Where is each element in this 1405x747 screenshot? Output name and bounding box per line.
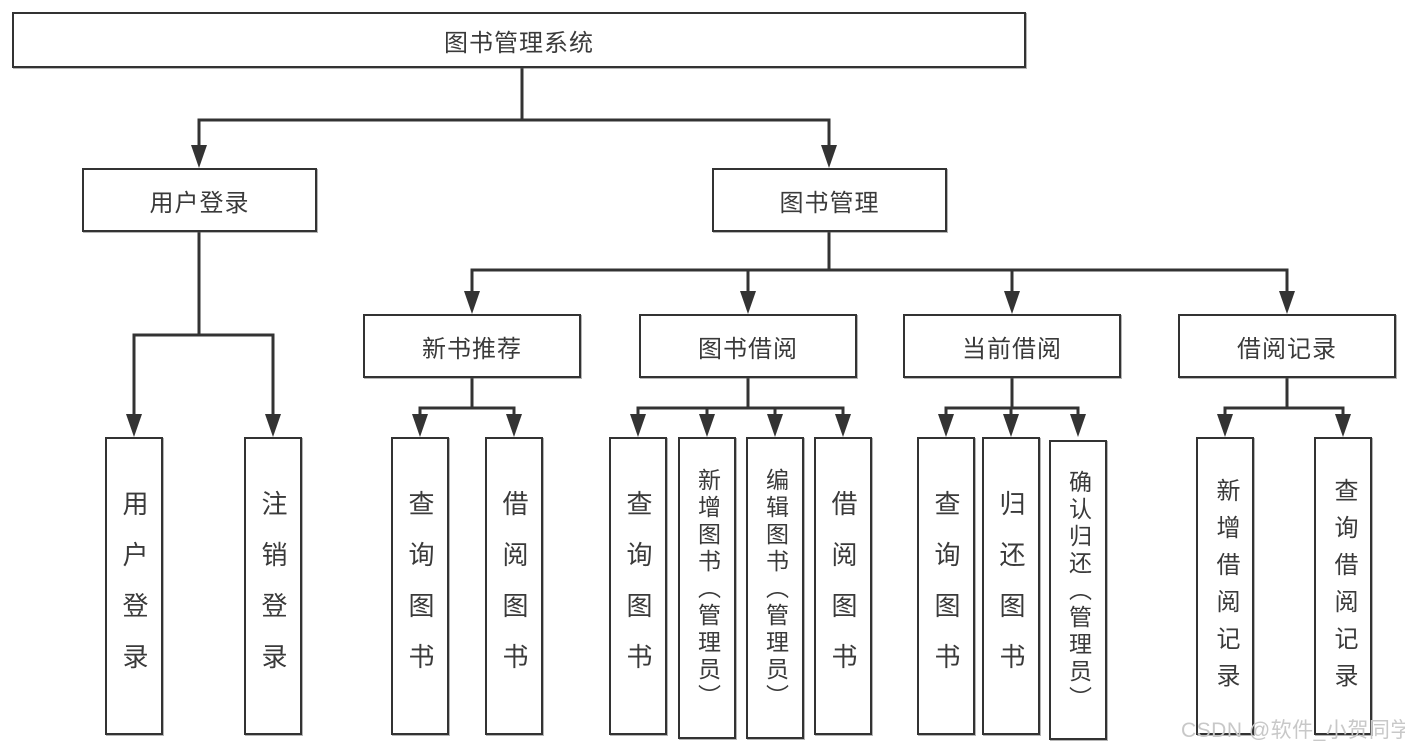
leaf-cb-query-books: 查询图书 — [917, 437, 975, 735]
leaf-cb-return-books: 归还图书 — [982, 437, 1040, 735]
leaf-br-add-record: 新增借阅记录 — [1196, 437, 1254, 735]
leaf-logout: 注销登录 — [244, 437, 302, 735]
csdn-watermark: CSDN @软件_小贺同学 — [1181, 719, 1405, 742]
node-user-login: 用户登录 — [82, 168, 317, 232]
leaf-nbr-borrow-books: 借阅图书 — [485, 437, 543, 735]
arrowhead-icons — [126, 145, 1351, 437]
node-book-management: 图书管理 — [712, 168, 947, 232]
leaf-bb-edit-books-admin: 编辑图书（管理员） — [746, 437, 804, 739]
node-current-borrowing: 当前借阅 — [903, 314, 1121, 378]
connector-trunk-lines — [132, 68, 1345, 416]
leaf-bb-query-books: 查询图书 — [609, 437, 667, 735]
node-library-management-system: 图书管理系统 — [12, 12, 1026, 68]
node-book-borrowing: 图书借阅 — [639, 314, 857, 378]
leaf-nbr-query-books: 查询图书 — [391, 437, 449, 735]
leaf-bb-add-books-admin: 新增图书（管理员） — [678, 437, 736, 739]
node-borrowing-records: 借阅记录 — [1178, 314, 1396, 378]
leaf-bb-borrow-books: 借阅图书 — [814, 437, 872, 735]
leaf-br-query-record: 查询借阅记录 — [1314, 437, 1372, 735]
leaf-user-login: 用户登录 — [105, 437, 163, 735]
node-new-book-recommend: 新书推荐 — [363, 314, 581, 378]
leaf-cb-confirm-return-admin: 确认归还（管理员） — [1049, 440, 1107, 740]
